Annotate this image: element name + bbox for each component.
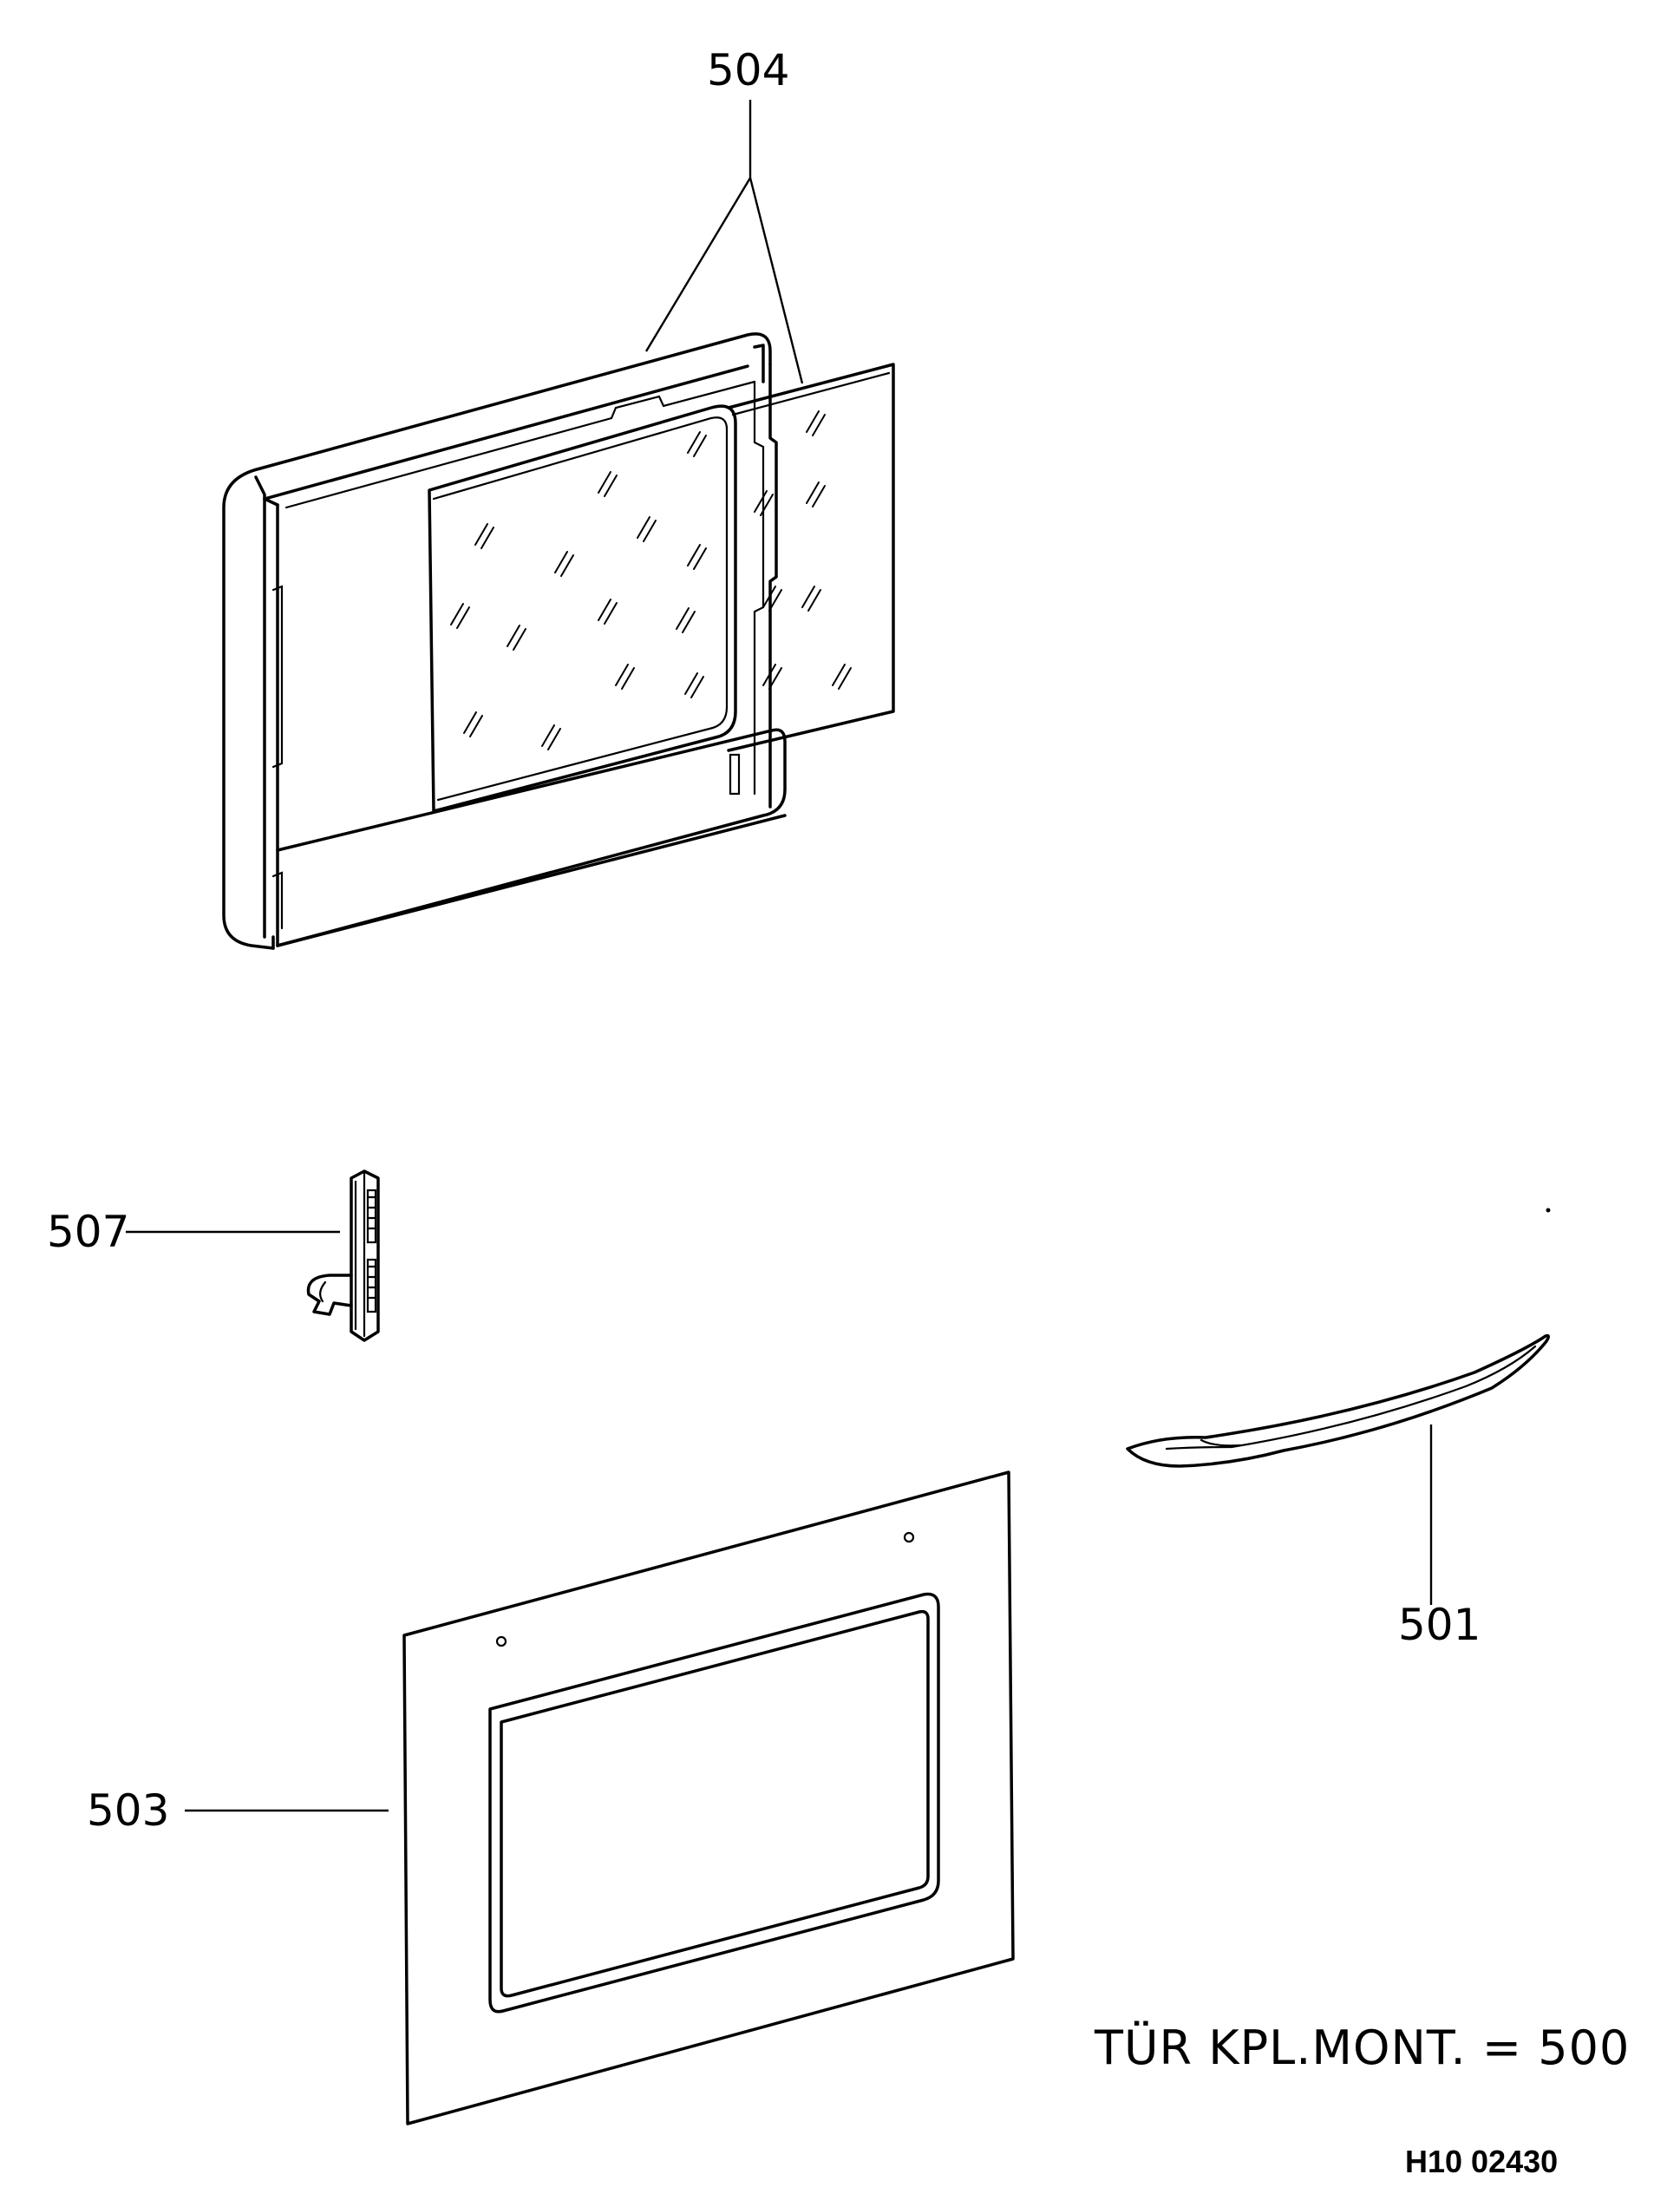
callout-503: 503 — [87, 1785, 169, 1836]
callout-501: 501 — [1398, 1600, 1481, 1650]
glass-reflection-marks — [450, 410, 852, 750]
part-504-glass-inner — [428, 404, 737, 813]
part-501-handle — [1126, 1333, 1550, 1468]
callout-504: 504 — [707, 45, 789, 95]
part-507-hinge — [306, 1169, 380, 1342]
part-504-inner-frame — [222, 332, 787, 950]
part-504-glass-outer — [727, 363, 895, 752]
stray-dot — [1546, 1208, 1551, 1213]
drawing-number: H10 02430 — [1405, 2144, 1558, 2179]
part-503-outer-panel — [402, 1470, 1015, 2125]
leader-504 — [644, 100, 804, 384]
assembly-note: TÜR KPL.MONT. = 500 — [1094, 2020, 1630, 2075]
callout-507: 507 — [47, 1207, 129, 1257]
